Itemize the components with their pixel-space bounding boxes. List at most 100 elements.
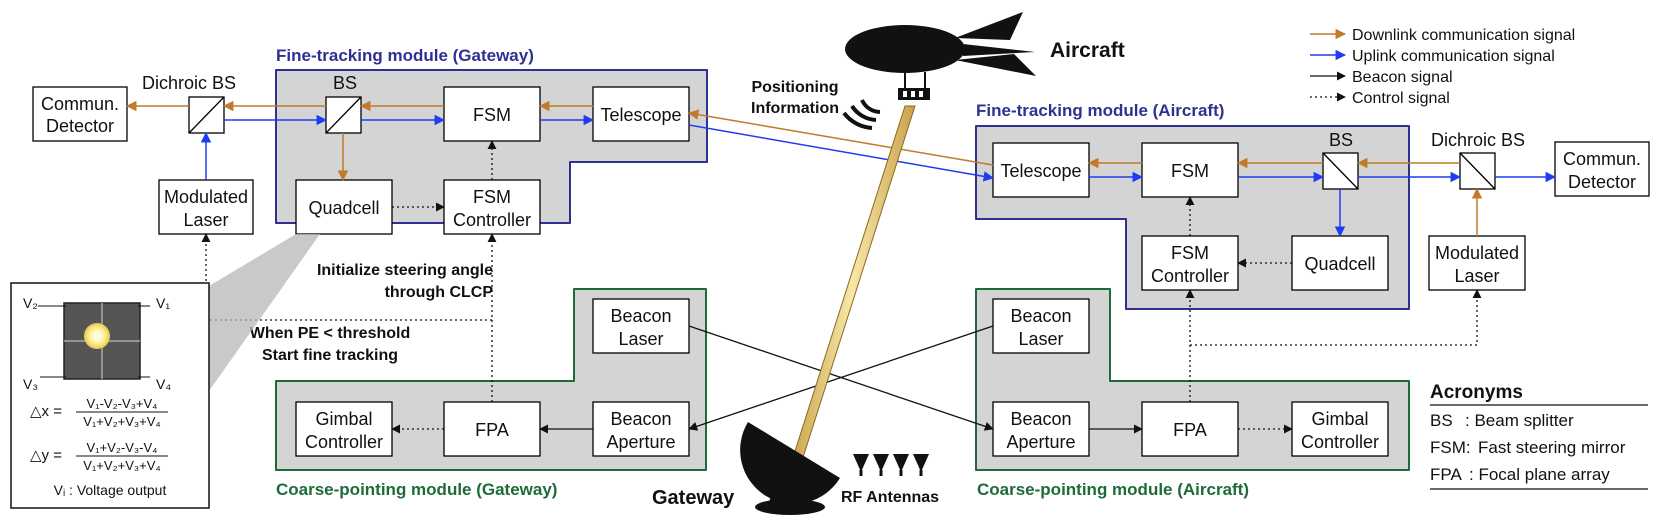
inset-v1: V₁	[156, 295, 170, 311]
dy-denominator: V₁+V₂+V₃+V₄	[83, 458, 161, 473]
gateway-fpa: FPA	[443, 401, 541, 457]
svg-text:Beacon: Beacon	[1010, 306, 1071, 326]
acronyms-title: Acronyms	[1430, 382, 1523, 403]
legend: Downlink communication signal Uplink com…	[1310, 27, 1575, 107]
aircraft-dichroic-bs	[1459, 152, 1496, 190]
init-steering-line1: Initialize steering angle	[317, 262, 493, 279]
aircraft-bs-label: BS	[1329, 130, 1353, 150]
gateway-label: Gateway	[652, 487, 735, 509]
gateway-modulated-laser: Modulated Laser	[158, 179, 254, 235]
acronym-bs-def: : Beam splitter	[1465, 411, 1574, 430]
aircraft-fpa: FPA	[1141, 401, 1239, 457]
svg-text:Laser: Laser	[618, 329, 663, 349]
svg-text:FPA: FPA	[1173, 420, 1207, 440]
svg-text:Laser: Laser	[1454, 266, 1499, 286]
svg-text:Detector: Detector	[46, 116, 114, 136]
aircraft-modulated-laser: Modulated Laser	[1428, 235, 1526, 291]
dy-lhs: △y =	[30, 447, 62, 464]
ac-ctl-fpa-laser	[1190, 289, 1482, 346]
optical-beam	[788, 105, 916, 471]
legend-beacon: Beacon signal	[1352, 69, 1453, 86]
dy-numerator: V₁+V₂-V₃-V₄	[87, 440, 158, 455]
aircraft-fsm: FSM	[1141, 142, 1239, 198]
gateway-comm-detector: Commun. Detector	[32, 86, 128, 142]
svg-text:FSM: FSM	[1171, 161, 1209, 181]
inset-v4: V₄	[156, 376, 171, 392]
svg-text:Modulated: Modulated	[164, 187, 248, 207]
svg-text:Commun.: Commun.	[41, 94, 119, 114]
quadcell-inset: V₂ V₁ V₃ V₄ △x = V₁-V₂-V₃+V₄ V₁+V₂+V₃+V₄…	[10, 282, 210, 509]
aircraft-label: Aircraft	[1050, 39, 1125, 62]
beacon-ac-to-gw	[688, 325, 994, 431]
svg-text:Commun.: Commun.	[1563, 149, 1641, 169]
acronym-fsm-def: Fast steering mirror	[1478, 438, 1626, 457]
gateway-dichroic-label: Dichroic BS	[142, 73, 236, 93]
rf-antennas-icon	[853, 454, 929, 476]
gateway-beacon-laser: Beacon Laser	[592, 298, 690, 354]
aircraft-fsm-controller: FSM Controller	[1141, 235, 1239, 291]
gateway-beacon-aperture: Beacon Aperture	[592, 401, 690, 457]
gateway-telescope: Telescope	[592, 86, 690, 142]
wireless-signal-icon	[842, 99, 881, 130]
aircraft-gimbal-controller: Gimbal Controller	[1291, 401, 1389, 457]
positioning-info-line1: Positioning	[751, 79, 838, 96]
svg-text:Gimbal: Gimbal	[315, 409, 372, 429]
coarse-pointing-gateway-title: Coarse-pointing module (Gateway)	[276, 480, 557, 499]
acronym-bs-abbr: BS	[1430, 411, 1453, 430]
aircraft-quadcell: Quadcell	[1291, 235, 1389, 291]
pe-threshold-line2: Start fine tracking	[262, 347, 398, 364]
legend-downlink: Downlink communication signal	[1352, 27, 1575, 44]
svg-text:Aperture: Aperture	[606, 432, 675, 452]
coarse-pointing-aircraft-title: Coarse-pointing module (Aircraft)	[977, 480, 1249, 499]
aircraft-comm-detector: Commun. Detector	[1554, 141, 1650, 197]
fine-tracking-aircraft-title: Fine-tracking module (Aircraft)	[976, 101, 1224, 120]
init-steering-line2: through CLCP	[385, 284, 494, 301]
fine-tracking-gateway-title: Fine-tracking module (Gateway)	[276, 46, 534, 65]
inset-v2: V₂	[23, 295, 38, 311]
svg-text:Gimbal: Gimbal	[1311, 409, 1368, 429]
gateway-bs-label: BS	[333, 73, 357, 93]
voltage-note: Vᵢ : Voltage output	[54, 482, 167, 498]
gateway-quadcell: Quadcell	[295, 179, 393, 235]
gateway-fsm-controller: FSM Controller	[443, 179, 541, 235]
aircraft-beacon-laser: Beacon Laser	[992, 298, 1090, 354]
rf-antennas-label: RF Antennas	[841, 489, 939, 506]
acronym-fsm-abbr: FSM:	[1430, 438, 1471, 457]
svg-text:Telescope: Telescope	[1000, 161, 1081, 181]
gateway-dichroic-bs	[188, 96, 225, 134]
aircraft-telescope: Telescope	[992, 142, 1090, 198]
svg-text:FSM: FSM	[473, 105, 511, 125]
svg-text:Beacon: Beacon	[610, 306, 671, 326]
svg-text:Controller: Controller	[453, 210, 531, 230]
acronyms-panel: Acronyms BS : Beam splitter FSM: Fast st…	[1430, 382, 1648, 490]
gateway-gimbal-controller: Gimbal Controller	[295, 401, 393, 457]
inset-v3: V₃	[23, 376, 38, 392]
svg-text:Laser: Laser	[183, 210, 228, 230]
legend-uplink: Uplink communication signal	[1352, 48, 1555, 65]
fso-downlink	[687, 109, 994, 166]
svg-text:Laser: Laser	[1018, 329, 1063, 349]
svg-text:Quadcell: Quadcell	[308, 198, 379, 218]
svg-text:FSM: FSM	[1171, 243, 1209, 263]
svg-text:Controller: Controller	[305, 432, 383, 452]
aircraft-bs	[1322, 152, 1359, 190]
svg-text:Detector: Detector	[1568, 172, 1636, 192]
svg-text:Beacon: Beacon	[610, 409, 671, 429]
svg-text:FPA: FPA	[475, 420, 509, 440]
svg-text:FSM: FSM	[473, 187, 511, 207]
svg-text:Modulated: Modulated	[1435, 243, 1519, 263]
aircraft-beacon-aperture: Beacon Aperture	[992, 401, 1090, 457]
dx-lhs: △x =	[30, 403, 62, 420]
beam-spot	[84, 323, 110, 349]
satellite-dish-icon	[740, 422, 840, 515]
legend-control: Control signal	[1352, 90, 1450, 107]
svg-text:Quadcell: Quadcell	[1304, 254, 1375, 274]
svg-text:Controller: Controller	[1301, 432, 1379, 452]
svg-text:Aperture: Aperture	[1006, 432, 1075, 452]
gateway-fsm: FSM	[443, 86, 541, 142]
gateway-bs	[325, 96, 362, 134]
inset-callout	[209, 234, 320, 391]
acronym-fpa-abbr: FPA	[1430, 465, 1462, 484]
svg-text:Telescope: Telescope	[600, 105, 681, 125]
